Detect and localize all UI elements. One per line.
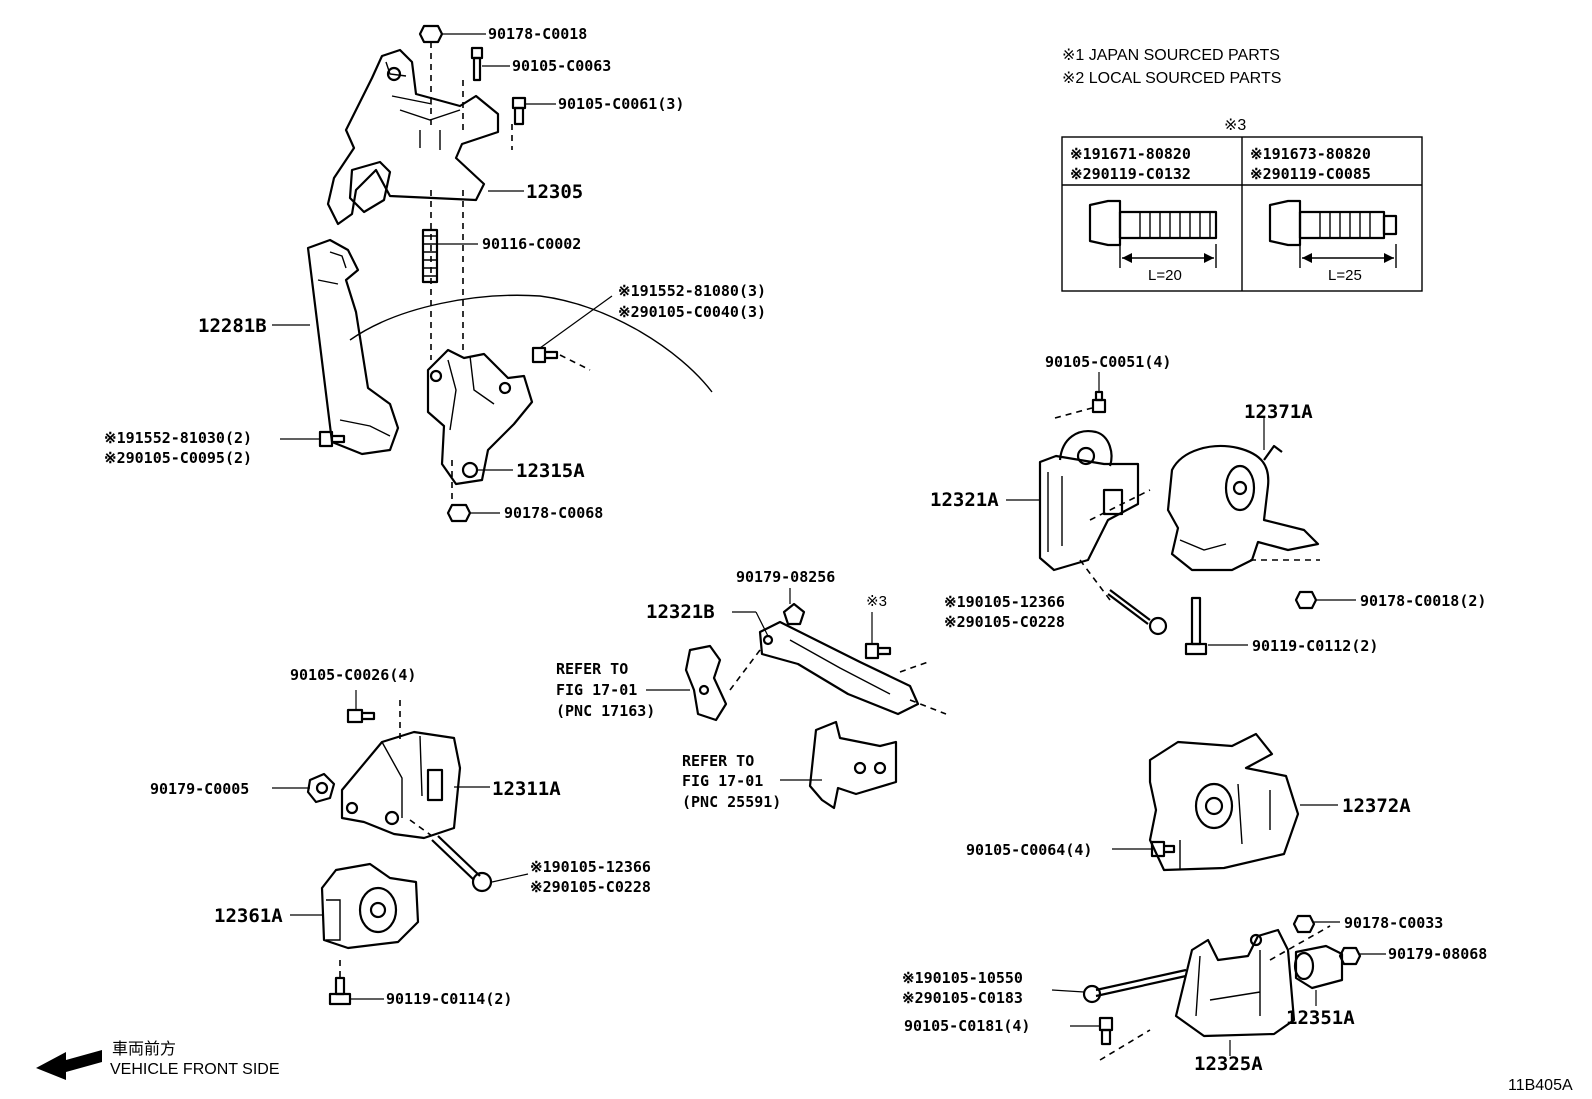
part-label-90178-c0068: 90178-C0068	[504, 504, 603, 522]
direction-en: VEHICLE FRONT SIDE	[110, 1061, 280, 1078]
part-label-91552-81080: ※191552-81080(3)	[618, 282, 766, 300]
refer2-line1: REFER TO	[682, 752, 754, 770]
engine-mount-lower-drawing	[272, 690, 529, 1006]
note-local: ※2 LOCAL SOURCED PARTS	[1062, 70, 1281, 87]
part-label-90119-c0112: 90119-C0112(2)	[1252, 637, 1378, 655]
vehicle-front-arrow	[36, 1050, 102, 1080]
part-label-90179-c0005: 90179-C0005	[150, 780, 249, 798]
part-label-12361a: 12361A	[214, 905, 283, 927]
part-label-90105-c0095: ※290105-C0095(2)	[104, 449, 252, 467]
bolt-table-col1-line2: ※290119-C0132	[1070, 165, 1191, 183]
transmission-mount-lower-drawing	[1051, 732, 1386, 1061]
arrow-left-icon	[36, 1050, 102, 1080]
part-label-90179-08256: 90179-08256	[736, 568, 835, 586]
refer1-line3: (PNC 17163)	[556, 702, 655, 720]
bolt-table-col2-line2: ※290119-C0085	[1250, 165, 1371, 183]
figure-code: 11B405A	[1508, 1077, 1573, 1094]
part-label-90105-c0061: 90105-C0061(3)	[558, 95, 684, 113]
bolt-l25-drawing: L=25	[1268, 199, 1398, 284]
part-label-90119-c0114: 90119-C0114(2)	[386, 990, 512, 1008]
part-label-90179-08068: 90179-08068	[1388, 945, 1487, 963]
bolt-table-header: ※3	[1224, 117, 1246, 134]
bolt-l25-length: L=25	[1328, 267, 1362, 284]
part-label-90105-c0181: 90105-C0181(4)	[904, 1017, 1030, 1035]
refer2-line3: (PNC 25591)	[682, 793, 781, 811]
transmission-mount-upper-drawing	[1006, 372, 1356, 656]
refer1-line1: REFER TO	[556, 660, 628, 678]
nut-icon	[418, 24, 444, 44]
nut-icon	[446, 503, 472, 523]
part-label-12351a: 12351A	[1286, 1007, 1355, 1029]
torque-rod-drawing	[646, 588, 947, 810]
part-label-12305: 12305	[526, 181, 583, 203]
nut-icon	[1292, 914, 1316, 934]
part-label-90178-c0033: 90178-C0033	[1344, 914, 1443, 932]
part-label-90178-c0018-2: 90178-C0018(2)	[1360, 592, 1486, 610]
part-label-90105-c0051: 90105-C0051(4)	[1045, 353, 1171, 371]
part-label-12321b: 12321B	[646, 601, 715, 623]
part-label-12281b: 12281B	[198, 315, 267, 337]
bolt-table: ※3 ※191671-80820 ※290119-C0132 ※191673-8…	[1061, 117, 1423, 292]
part-label-90105-c0026: 90105-C0026(4)	[290, 666, 416, 684]
bolt-l20-length: L=20	[1148, 267, 1182, 284]
part-label-90178-c0018: 90178-C0018	[488, 25, 587, 43]
direction-jp: 車両前方	[112, 1040, 176, 1058]
refer1-line2: FIG 17-01	[556, 681, 637, 699]
part-label-91552-81030: ※191552-81030(2)	[104, 429, 252, 447]
part-label-90105-12366-b: ※190105-12366	[530, 858, 651, 876]
nut-icon	[1338, 946, 1362, 966]
bolt-table-col1-line1: ※191671-80820	[1070, 145, 1191, 163]
bolt-table-col2-line1: ※191673-80820	[1250, 145, 1371, 163]
part-label-90105-c0064: 90105-C0064(4)	[966, 841, 1092, 859]
part-label-12372a: 12372A	[1342, 795, 1411, 817]
part-label-90105-10550: ※190105-10550	[902, 969, 1023, 987]
part-label-90105-c0040: ※290105-C0040(3)	[618, 303, 766, 321]
part-label-12371a: 12371A	[1244, 401, 1313, 423]
part-label-note3: ※3	[866, 593, 887, 610]
part-label-12325a: 12325A	[1194, 1053, 1263, 1075]
part-label-90105-c0183: ※290105-C0183	[902, 989, 1023, 1007]
part-label-90116-c0002: 90116-C0002	[482, 235, 581, 253]
part-label-12315a: 12315A	[516, 460, 585, 482]
part-label-90105-c0228-a: ※290105-C0228	[944, 613, 1065, 631]
engine-mount-upper-drawing	[272, 24, 713, 523]
note-japan: ※1 JAPAN SOURCED PARTS	[1062, 47, 1280, 64]
nut-icon	[1294, 590, 1318, 610]
part-label-12321a: 12321A	[930, 489, 999, 511]
refer2-line2: FIG 17-01	[682, 772, 763, 790]
part-label-90105-c0063: 90105-C0063	[512, 57, 611, 75]
part-label-90105-c0228-b: ※290105-C0228	[530, 878, 651, 896]
bolt-l20-drawing: L=20	[1088, 199, 1218, 284]
part-label-12311a: 12311A	[492, 778, 561, 800]
part-label-90105-12366-a: ※190105-12366	[944, 593, 1065, 611]
